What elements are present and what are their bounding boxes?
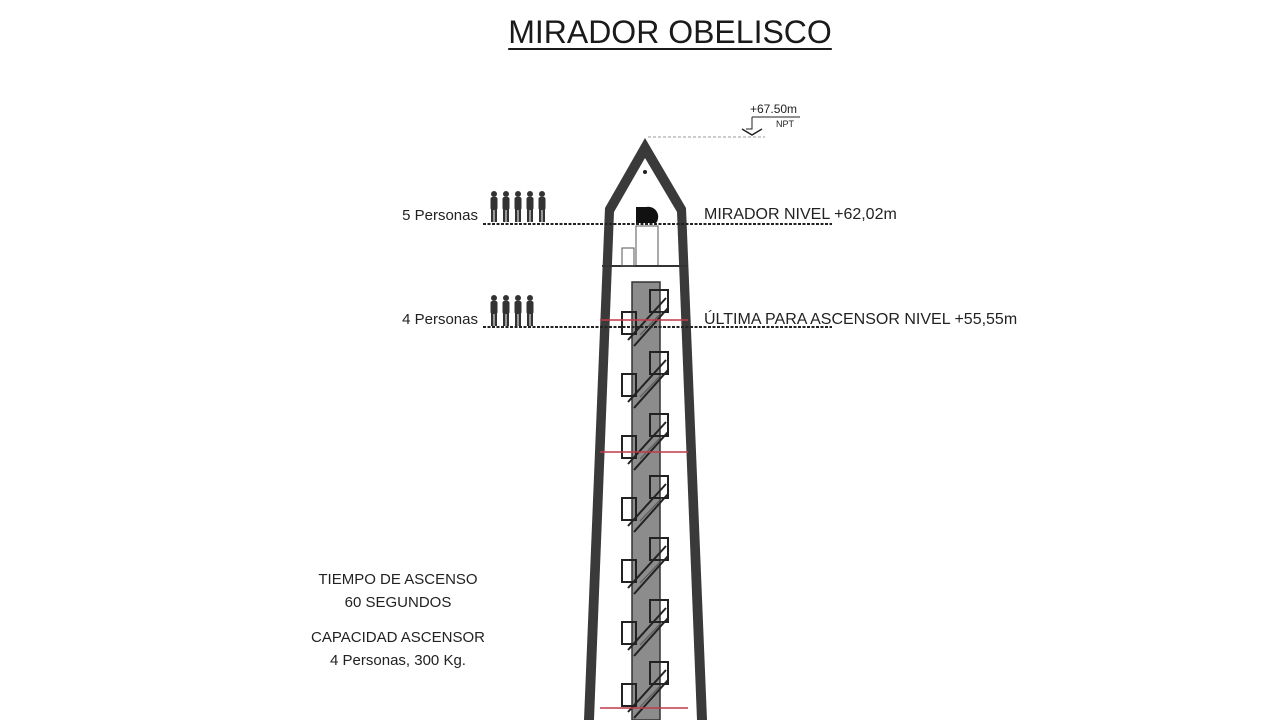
people-icons-5 bbox=[490, 191, 546, 222]
level-1-label: MIRADOR NIVEL +62,02m bbox=[704, 206, 897, 223]
top-elevation: +67.50m bbox=[750, 102, 797, 116]
npt-label: NPT bbox=[776, 119, 795, 129]
person-icon bbox=[526, 191, 534, 222]
person-icon bbox=[538, 191, 546, 222]
person-icon bbox=[514, 295, 522, 326]
stair-flight bbox=[621, 599, 669, 657]
people-icons-4 bbox=[490, 295, 534, 326]
level-2-people-label: 4 Personas bbox=[402, 311, 478, 328]
person-icon bbox=[490, 191, 498, 222]
stair-flight bbox=[621, 661, 669, 719]
stair-flight bbox=[621, 351, 669, 409]
capacity-value: 4 Personas, 300 Kg. bbox=[330, 652, 466, 669]
level-1-people-label: 5 Personas bbox=[402, 207, 478, 224]
page-title: MIRADOR OBELISCO bbox=[508, 14, 832, 50]
stairs bbox=[600, 289, 688, 719]
ascent-time-value: 60 SEGUNDOS bbox=[345, 594, 452, 611]
person-icon bbox=[514, 191, 522, 222]
stair-flight bbox=[621, 537, 669, 595]
person-icon bbox=[490, 295, 498, 326]
person-icon bbox=[502, 295, 510, 326]
person-icon bbox=[526, 295, 534, 326]
top-elevation-marker: +67.50m NPT bbox=[648, 102, 800, 138]
ascent-time-title: TIEMPO DE ASCENSO bbox=[318, 571, 477, 588]
capacity-title: CAPACIDAD ASCENSOR bbox=[311, 629, 485, 646]
person-icon bbox=[502, 191, 510, 222]
stair-flight bbox=[621, 475, 669, 533]
mirador-stair-detail bbox=[602, 170, 688, 267]
stair-flight bbox=[621, 413, 669, 471]
level-2-label: ÚLTIMA PARA ASCENSOR NIVEL +55,55m bbox=[704, 309, 1017, 328]
